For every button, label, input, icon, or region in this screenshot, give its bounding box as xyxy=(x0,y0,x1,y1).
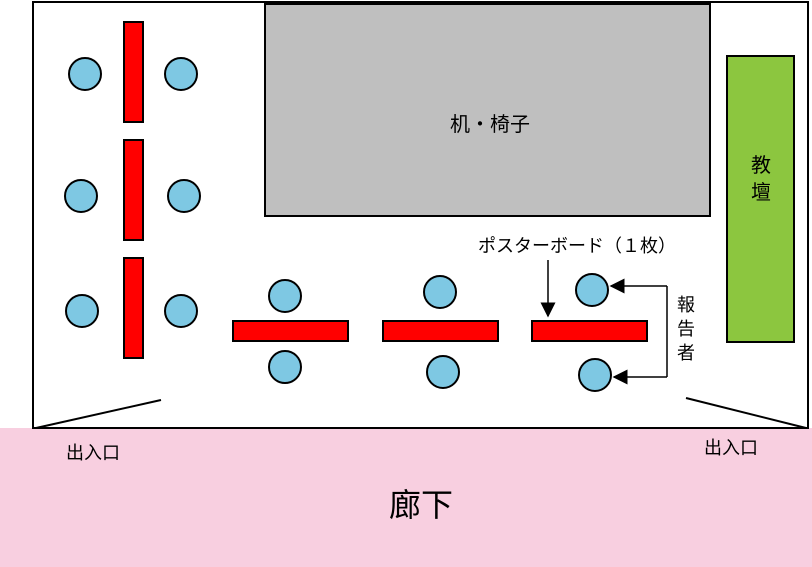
chair-circle xyxy=(167,179,201,213)
desks-chairs-area xyxy=(264,3,711,217)
podium-label-char-2: 壇 xyxy=(751,180,771,204)
poster-board-left-3 xyxy=(123,257,144,359)
chair-circle xyxy=(164,57,198,91)
chair-circle xyxy=(426,355,460,389)
presenter-label-char-3: 者 xyxy=(677,343,695,364)
poster-board-bottom-1 xyxy=(232,320,349,342)
corridor-area xyxy=(0,428,812,567)
chair-circle xyxy=(578,358,612,392)
chair-circle xyxy=(164,294,198,328)
podium xyxy=(726,55,795,343)
podium-label-char-1: 教 xyxy=(751,153,771,177)
corridor-label: 廊下 xyxy=(389,486,453,524)
presenter-label-char-1: 報 xyxy=(677,295,695,316)
chair-circle xyxy=(64,179,98,213)
entrance-left-label: 出入口 xyxy=(66,443,120,464)
poster-board-left-1 xyxy=(123,21,144,123)
poster-board-bottom-2 xyxy=(382,320,499,342)
entrance-left-door xyxy=(35,399,162,429)
presenter-label-char-2: 告 xyxy=(677,319,695,340)
chair-circle xyxy=(268,279,302,313)
desks-chairs-label: 机・椅子 xyxy=(450,112,530,136)
chair-circle xyxy=(575,273,609,307)
poster-board-left-2 xyxy=(123,139,144,241)
chair-circle xyxy=(423,275,457,309)
poster-board-label: ポスターボード（１枚） xyxy=(478,236,676,257)
chair-circle xyxy=(68,57,102,91)
entrance-right-door xyxy=(685,397,807,429)
entrance-right-label: 出入口 xyxy=(704,438,758,459)
poster-board-bottom-3 xyxy=(531,320,648,342)
chair-circle xyxy=(268,350,302,384)
chair-circle xyxy=(65,294,99,328)
